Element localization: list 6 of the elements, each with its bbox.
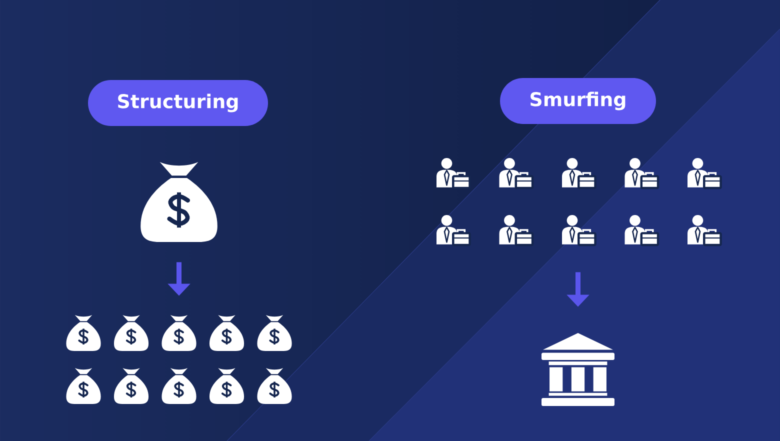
label-pill: Structuring (88, 80, 268, 126)
businessman-grid (436, 158, 722, 246)
money-bag-icon (140, 162, 218, 242)
label-pill: Smurfing (500, 78, 656, 124)
bank-icon (542, 333, 614, 406)
money-bag-grid (66, 315, 292, 404)
